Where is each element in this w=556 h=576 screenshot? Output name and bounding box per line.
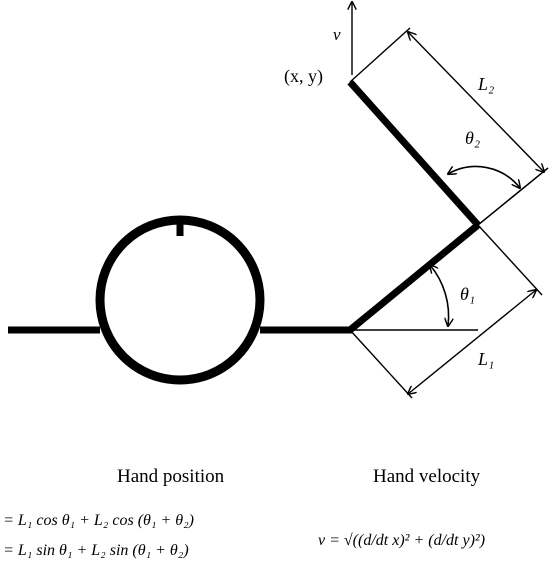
- l2-dimension-arrow: [408, 32, 544, 172]
- equation-velocity: v = √((d/dt x)² + (d/dt y)²): [318, 532, 485, 549]
- theta1-label: θ₁: [460, 284, 475, 304]
- upper-arm-segment-l1: [347, 222, 481, 333]
- hand-point-label: (x, y): [284, 66, 323, 87]
- hand-position-caption: Hand position: [117, 466, 225, 487]
- forearm-segment-l2: [347, 79, 481, 228]
- l2-extension-elbow: [477, 167, 549, 226]
- l1-dimension-arrow: [408, 290, 536, 394]
- equation-position-x: x = L₁ cos θ₁ + L₂ cos (θ₁ + θ₂): [0, 512, 194, 529]
- l2-label: L₂: [477, 74, 494, 94]
- hand-velocity-caption: Hand velocity: [373, 466, 481, 487]
- theta2-label: θ₂: [465, 128, 480, 148]
- l1-extension-shoulder: [349, 329, 413, 399]
- l1-extension-elbow: [477, 224, 543, 296]
- l1-label: L₁: [477, 349, 494, 369]
- velocity-label: v: [333, 25, 341, 44]
- theta1-angle-arc: [430, 265, 449, 326]
- theta2-angle-arc: [448, 165, 520, 188]
- body-circle: [95, 215, 265, 385]
- l2-extension-hand: [349, 27, 411, 83]
- equation-position-y: y = L₁ sin θ₁ + L₂ sin (θ₁ + θ₂): [0, 542, 189, 559]
